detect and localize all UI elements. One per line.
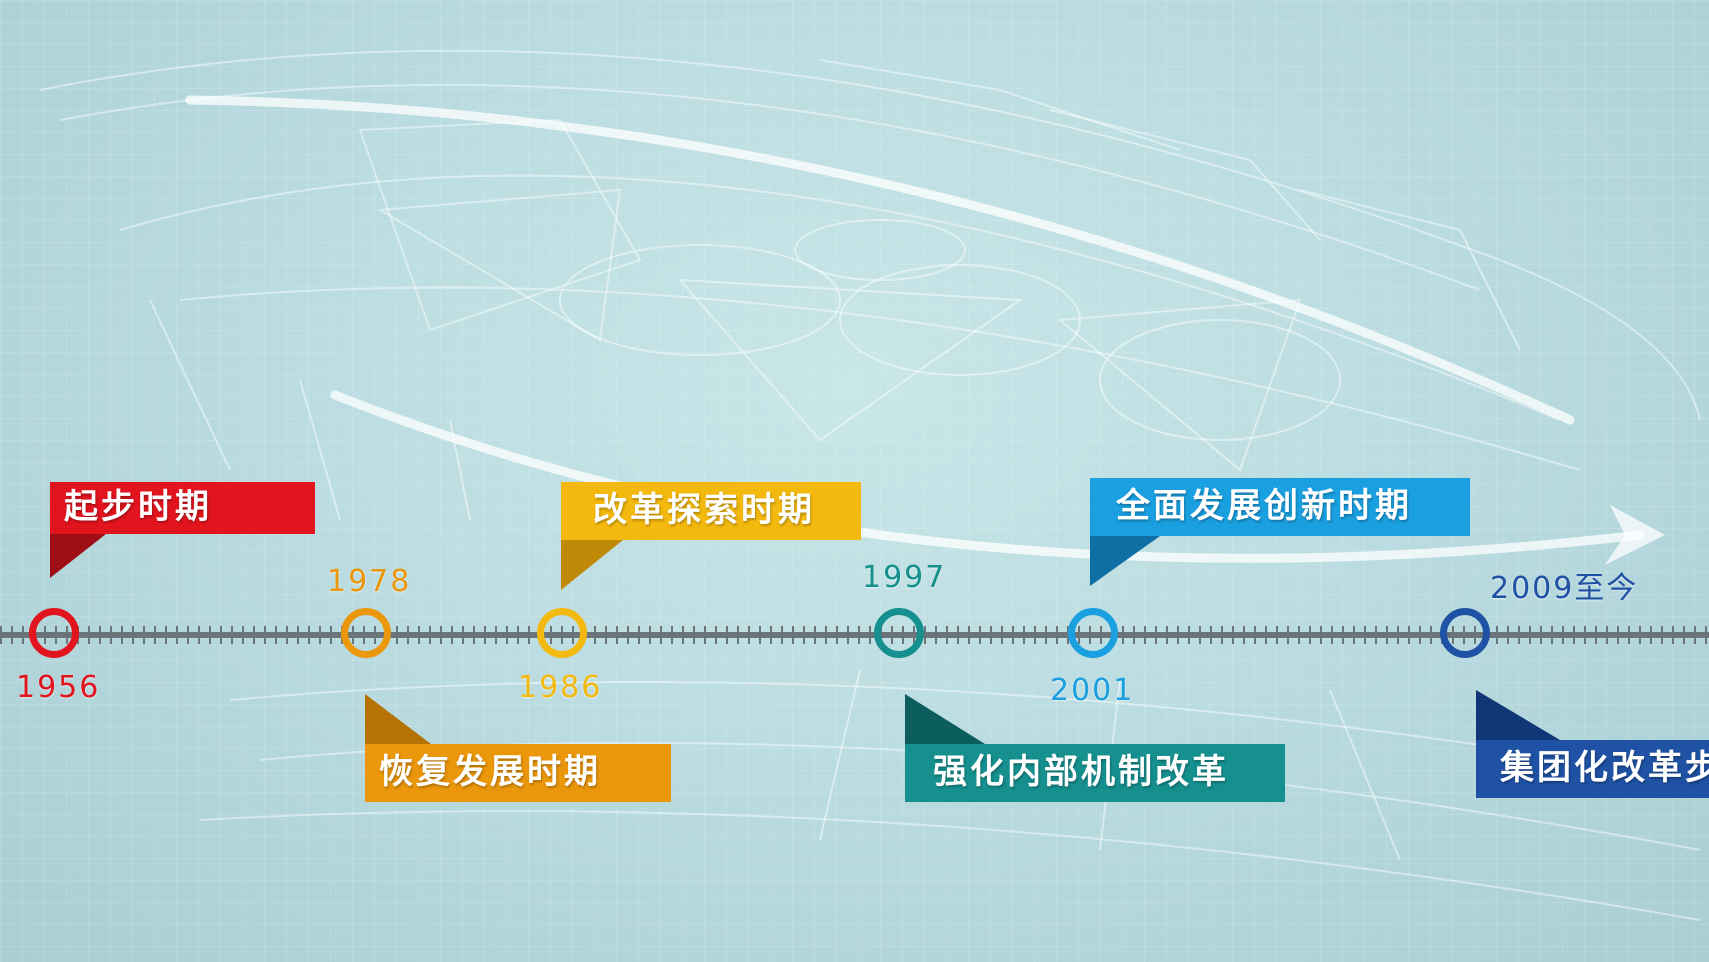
- period-flag-recovery[interactable]: 恢复发展时期: [365, 744, 671, 802]
- period-label-startup: 起步时期: [64, 487, 212, 527]
- period-flag-internal-mechanism[interactable]: 强化内部机制改革: [905, 744, 1285, 802]
- flag-pointer-reform-exploration: [561, 540, 623, 590]
- period-label-recovery: 恢复发展时期: [379, 752, 601, 792]
- milestone-node-1956[interactable]: [29, 608, 79, 658]
- period-flag-group-reform[interactable]: 集团化改革步: [1476, 740, 1709, 798]
- milestone-year-1978: 1978: [327, 564, 412, 599]
- flag-pointer-internal-mechanism: [905, 694, 985, 744]
- period-label-group-reform: 集团化改革步: [1500, 748, 1709, 788]
- milestone-year-2001: 2001: [1050, 673, 1135, 708]
- flag-pointer-recovery: [365, 694, 431, 744]
- milestone-node-2009[interactable]: [1440, 608, 1490, 658]
- flag-pointer-group-reform: [1476, 690, 1560, 740]
- milestone-node-1986[interactable]: [537, 608, 587, 658]
- flag-pointer-comprehensive-innovation: [1090, 536, 1160, 586]
- milestone-year-2009: 2009至今: [1490, 571, 1639, 606]
- period-flag-startup[interactable]: 起步时期: [50, 482, 315, 534]
- milestone-year-1986: 1986: [518, 670, 603, 705]
- flag-pointer-startup: [50, 534, 106, 578]
- period-label-comprehensive-innovation: 全面发展创新时期: [1116, 486, 1412, 526]
- timeline-ticks: [0, 626, 1709, 644]
- period-label-reform-exploration: 改革探索时期: [593, 490, 815, 530]
- milestone-node-2001[interactable]: [1068, 608, 1118, 658]
- milestone-year-1997: 1997: [862, 560, 947, 595]
- milestone-node-1978[interactable]: [341, 608, 391, 658]
- period-flag-reform-exploration[interactable]: 改革探索时期: [561, 482, 861, 540]
- period-flag-comprehensive-innovation[interactable]: 全面发展创新时期: [1090, 478, 1470, 536]
- milestone-year-1956: 1956: [16, 670, 101, 705]
- milestone-node-1997[interactable]: [874, 608, 924, 658]
- period-label-internal-mechanism: 强化内部机制改革: [933, 752, 1229, 792]
